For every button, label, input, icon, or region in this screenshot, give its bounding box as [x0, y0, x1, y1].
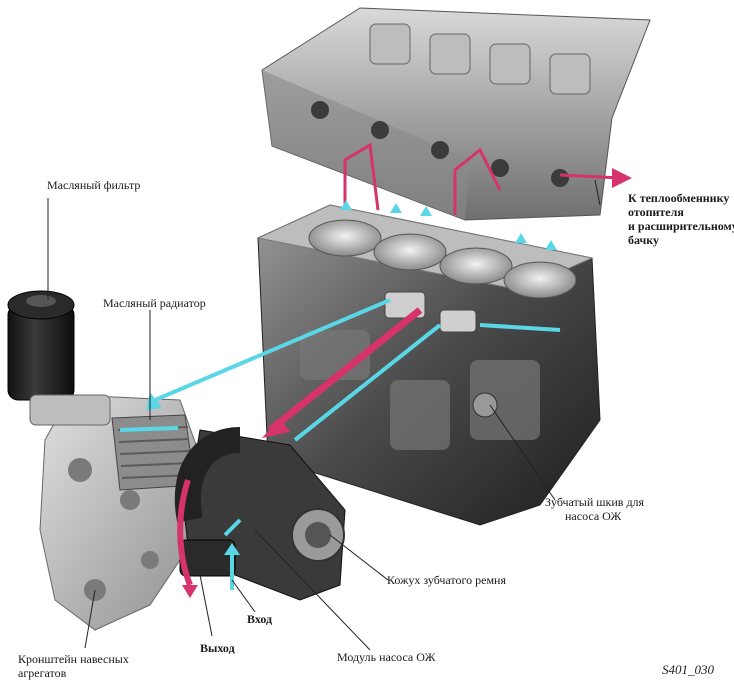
label-outlet: Выход — [200, 641, 235, 655]
label-oil-filter: Масляный фильтр — [47, 178, 141, 192]
hot-flow-arrowheads — [182, 168, 632, 598]
leader-lines — [47, 179, 601, 651]
label-pump-module: Модуль насоса ОЖ — [337, 650, 436, 664]
label-bracket-1: Кронштейн навесных — [18, 652, 129, 666]
label-belt-cover: Кожух зубчатого ремня — [387, 573, 506, 587]
label-inlet: Вход — [247, 612, 273, 626]
figure-reference: S401_030 — [662, 662, 714, 677]
label-heater-exchanger-1: К теплообменнику — [628, 191, 730, 205]
label-heater-exchanger-2: отопителя — [628, 205, 684, 219]
label-pump-sprocket-2: насоса ОЖ — [565, 509, 622, 523]
engine-block — [256, 204, 601, 526]
label-heater-exchanger-4: бачку — [628, 233, 660, 247]
coolant-pump-module — [174, 427, 346, 601]
label-heater-exchanger-3: и расширительному — [628, 219, 734, 233]
cold-coolant-flow — [119, 298, 561, 590]
oil-filter — [7, 290, 111, 426]
label-pump-sprocket-1: Зубчатый шкив для — [545, 495, 645, 509]
label-oil-cooler: Масляный радиатор — [103, 296, 206, 310]
cylinder-head — [261, 7, 651, 221]
label-bracket-2: агрегатов — [18, 666, 67, 680]
hot-coolant-flow — [177, 142, 621, 587]
